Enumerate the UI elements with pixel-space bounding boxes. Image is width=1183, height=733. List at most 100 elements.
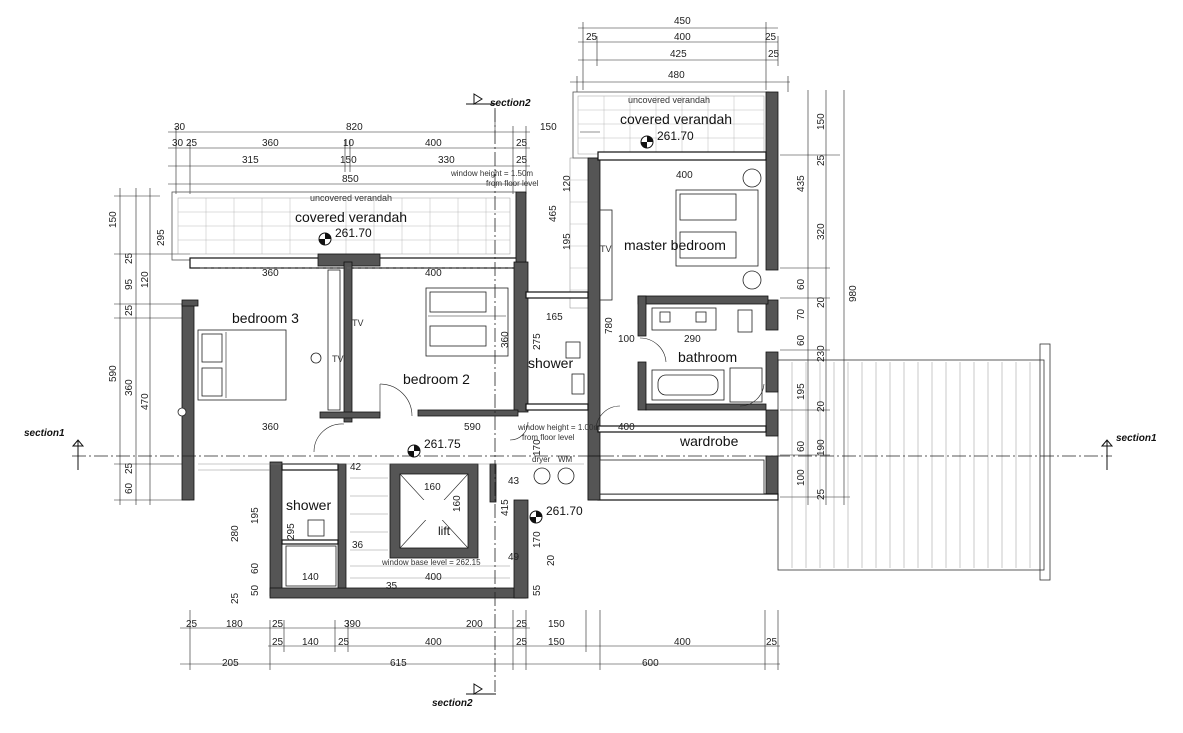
- dim: 160: [424, 482, 441, 493]
- dim: 195: [562, 233, 573, 250]
- dim: 435: [796, 175, 807, 192]
- dim: 140: [302, 572, 319, 583]
- dim: 25: [186, 619, 198, 630]
- dim: 25: [516, 138, 528, 149]
- level-labels: 261.70 261.70 261.75 261.70: [335, 129, 694, 518]
- dim: 170: [532, 439, 543, 456]
- dim: 60: [796, 440, 807, 452]
- dim: 590: [464, 422, 481, 433]
- section-labels: section1 section1 section2 section2: [24, 98, 1157, 709]
- dim: 360: [500, 331, 511, 348]
- doors: [313, 337, 765, 453]
- dim: 315: [242, 155, 259, 166]
- dim: 400: [674, 637, 691, 648]
- dim: 360: [262, 422, 279, 433]
- note-window-100-b: from floor level: [522, 433, 575, 442]
- dim: 30: [174, 122, 186, 133]
- dim: 450: [674, 16, 691, 27]
- dim: 60: [796, 278, 807, 290]
- dim: 20: [816, 400, 827, 412]
- dim: 25: [816, 154, 827, 166]
- dim: 980: [848, 285, 859, 302]
- dim: 180: [226, 619, 243, 630]
- dim: 120: [140, 271, 151, 288]
- dim: 400: [425, 637, 442, 648]
- note-window-base: window base level = 262.15: [381, 558, 481, 567]
- dim: 280: [230, 525, 241, 542]
- dim: 30: [172, 138, 184, 149]
- dim: 360: [262, 268, 279, 279]
- dim: 150: [816, 113, 827, 130]
- level-hall: 261.75: [424, 437, 461, 451]
- dim: 150: [548, 637, 565, 648]
- label-covered-verandah-left: covered verandah: [295, 209, 407, 225]
- level-landing: 261.70: [546, 504, 583, 518]
- dim: 140: [302, 637, 319, 648]
- room-labels: bedroom 3 bedroom 2 master bedroom bathr…: [232, 95, 739, 538]
- section1-right: section1: [1116, 433, 1157, 444]
- dim: 205: [222, 658, 239, 669]
- label-shower-top: shower: [528, 355, 573, 371]
- dim: 295: [286, 523, 297, 540]
- dim: 615: [390, 658, 407, 669]
- dim: 470: [140, 393, 151, 410]
- dim: 10: [343, 138, 355, 149]
- label-covered-verandah-right: covered verandah: [620, 111, 732, 127]
- section-axes: [71, 93, 1114, 695]
- level-verandah-right: 261.70: [657, 129, 694, 143]
- dim: 390: [344, 619, 361, 630]
- internal-stair: [198, 267, 584, 579]
- dim: 780: [604, 317, 615, 334]
- dim: 25: [586, 32, 598, 43]
- dim: 25: [338, 637, 350, 648]
- dimension-text: 450 25 400 25 425 25 480 30 820 150 30 2…: [172, 16, 780, 669]
- dim: 480: [668, 70, 685, 81]
- dim: 400: [674, 32, 691, 43]
- dim: 400: [676, 170, 693, 181]
- note-window-150-b: from floor level: [486, 179, 539, 188]
- dim: 400: [618, 422, 635, 433]
- label-tv-2: TV: [332, 354, 344, 364]
- dim: 415: [500, 499, 511, 516]
- dim: 465: [548, 205, 559, 222]
- dim: 190: [816, 439, 827, 456]
- walls: [181, 91, 779, 599]
- label-shower-bottom: shower: [286, 497, 331, 513]
- dim: 60: [796, 334, 807, 346]
- dim: 50: [250, 584, 261, 596]
- label-uncovered-verandah-right: uncovered verandah: [628, 95, 710, 105]
- level-markers: [318, 135, 654, 524]
- dim: 20: [816, 296, 827, 308]
- dim: 25: [516, 637, 528, 648]
- dim: 100: [618, 334, 635, 345]
- dim: 42: [350, 462, 362, 473]
- dimension-lines-sides: [114, 90, 850, 670]
- dim: 35: [386, 581, 398, 592]
- dim: 25: [124, 462, 135, 474]
- label-master-bedroom: master bedroom: [624, 237, 726, 253]
- dim: 850: [342, 174, 359, 185]
- dim: 165: [546, 312, 563, 323]
- dim: 195: [250, 507, 261, 524]
- dim: 25: [186, 138, 198, 149]
- dim: 25: [516, 619, 528, 630]
- dim: 25: [516, 155, 528, 166]
- dim: 120: [562, 175, 573, 192]
- dim: 275: [532, 333, 543, 350]
- label-bedroom-3: bedroom 3: [232, 310, 299, 326]
- level-verandah-left: 261.70: [335, 226, 372, 240]
- dim: 95: [124, 278, 135, 290]
- label-wardrobe: wardrobe: [679, 433, 739, 449]
- dim: 295: [156, 229, 167, 246]
- dim: 150: [540, 122, 557, 133]
- dim: 400: [425, 138, 442, 149]
- dim: 70: [796, 308, 807, 320]
- dim: 25: [124, 304, 135, 316]
- note-window-100-a: window height = 1.00m: [517, 423, 600, 432]
- section1-left: section1: [24, 428, 65, 439]
- label-wm: WM: [558, 455, 573, 464]
- dim: 200: [466, 619, 483, 630]
- label-tv-3: TV: [600, 244, 612, 254]
- dim: 25: [230, 592, 241, 604]
